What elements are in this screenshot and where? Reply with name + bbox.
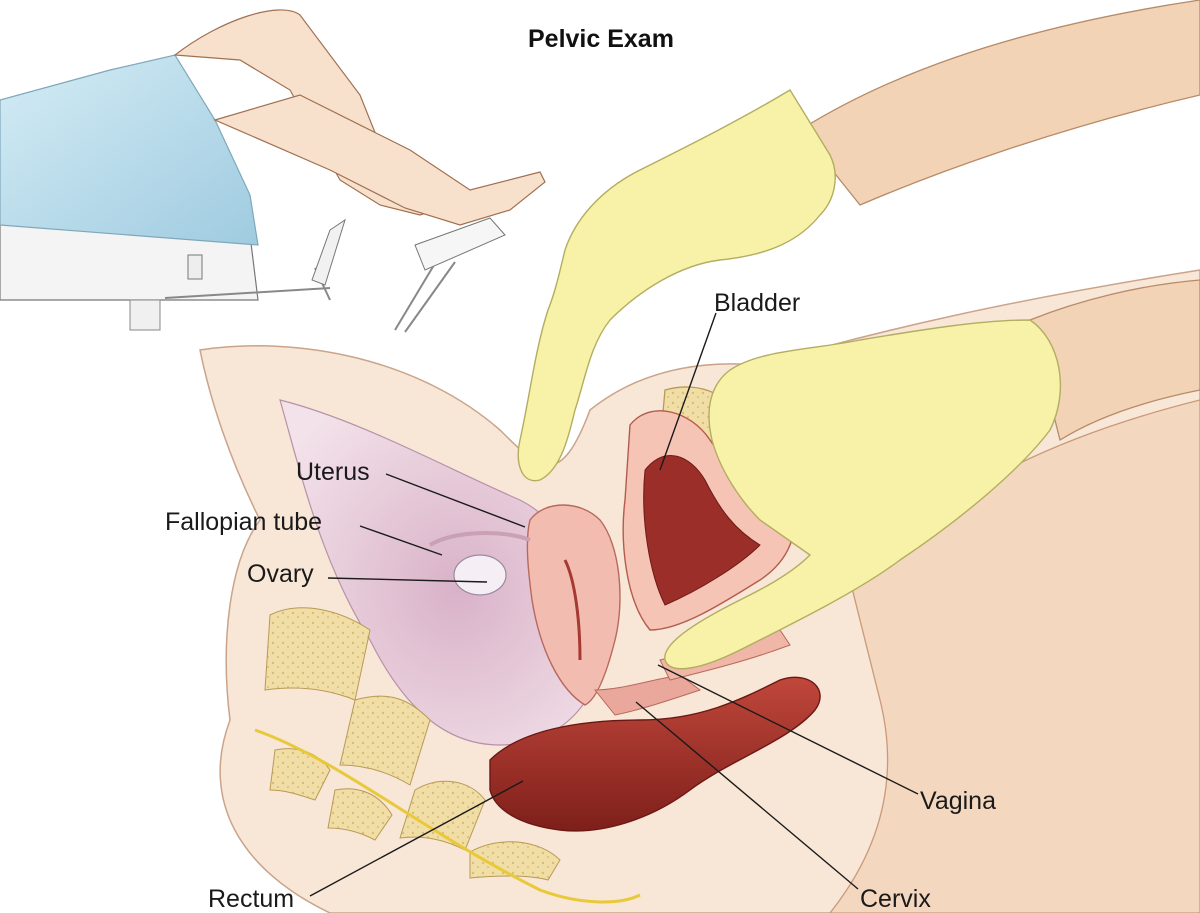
peritoneal-cavity	[279, 399, 601, 746]
diagram-title: Pelvic Exam	[528, 25, 674, 53]
uterus-leader	[385, 473, 526, 528]
label-uterus: Uterus	[296, 458, 370, 486]
vertebra	[339, 695, 431, 786]
table-bracket	[187, 254, 203, 280]
leader-lines	[309, 312, 919, 897]
stirrup-post-2	[394, 254, 456, 333]
bladder-leader	[659, 312, 717, 471]
cervix-shape	[593, 674, 702, 716]
vagina-leader	[657, 664, 919, 795]
label-bladder: Bladder	[714, 289, 800, 317]
vertebra	[264, 607, 371, 701]
ovary-leader	[327, 577, 488, 583]
foot-stirrup	[414, 217, 506, 271]
rectum	[489, 676, 821, 832]
cervix-leader	[635, 701, 859, 890]
ovary	[453, 554, 507, 596]
stirrup-post	[311, 218, 346, 286]
upper-glove	[517, 89, 836, 482]
label-ovary: Ovary	[247, 560, 314, 588]
table-leg	[129, 299, 161, 331]
examiner-hands	[517, 0, 1200, 670]
fallopian-tube-leader	[359, 525, 443, 556]
labels: Bladder Uterus Fallopian tube Ovary Vagi…	[165, 289, 996, 913]
forearm-lower	[1029, 279, 1200, 442]
label-fallopian-tube: Fallopian tube	[165, 508, 322, 536]
exam-table-scene	[0, 9, 546, 333]
sacrum-bones	[264, 607, 561, 881]
bladder-lumen	[643, 455, 761, 606]
patient-leg-lower	[213, 94, 546, 226]
vertebra	[399, 780, 486, 851]
label-vagina: Vagina	[920, 787, 996, 815]
vertebra	[327, 788, 393, 841]
coccyx	[469, 841, 561, 881]
fallopian-tube	[428, 531, 531, 547]
forearm-upper	[799, 0, 1200, 206]
rectum-leader	[309, 780, 524, 897]
nerve-line	[254, 728, 641, 904]
lower-glove	[664, 319, 1062, 670]
label-cervix: Cervix	[860, 885, 931, 913]
uterine-cavity	[563, 559, 582, 661]
patient-gown	[0, 54, 259, 246]
uterus	[526, 504, 621, 706]
label-rectum: Rectum	[208, 885, 294, 913]
